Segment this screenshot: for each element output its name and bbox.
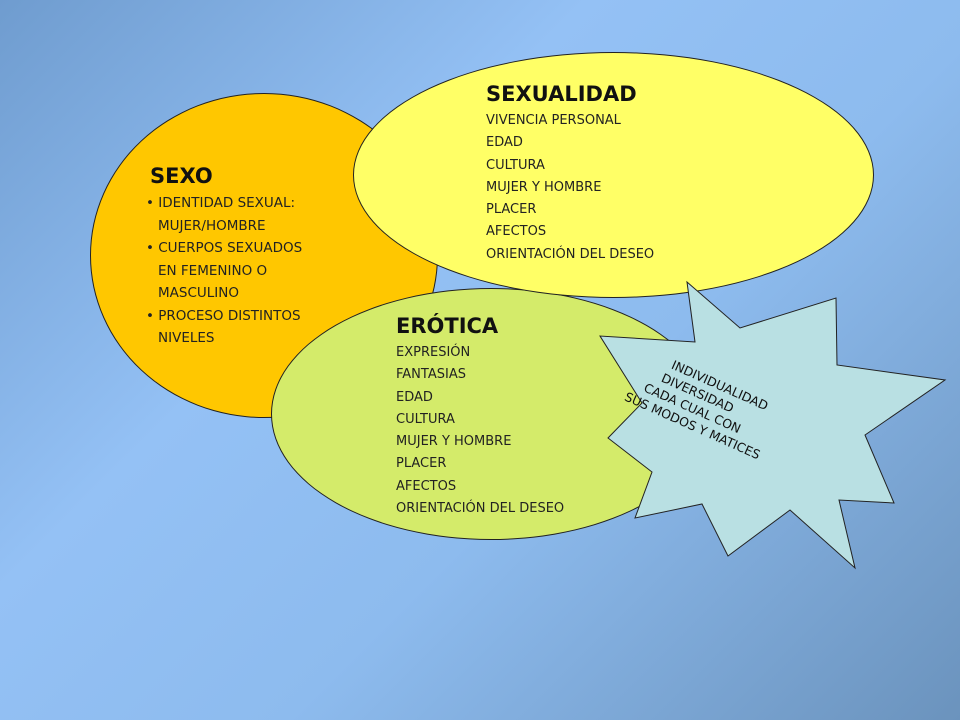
sexo-item: MASCULINO xyxy=(158,285,239,301)
erotica-item: CULTURA xyxy=(396,411,455,427)
erotica-item: EDAD xyxy=(396,389,433,405)
sexualidad-item: ORIENTACIÓN DEL DESEO xyxy=(486,246,655,262)
sexualidad-item: AFECTOS xyxy=(486,224,547,240)
diversity-star-shape xyxy=(599,280,947,570)
sexualidad-ellipse xyxy=(353,52,874,298)
erotica-item: FANTASIAS xyxy=(396,367,466,383)
sexualidad-item: EDAD xyxy=(486,135,523,151)
erotica-item: AFECTOS xyxy=(396,478,457,494)
sexo-title: SEXO xyxy=(150,164,213,188)
sexo-item: • IDENTIDAD SEXUAL: xyxy=(146,195,296,211)
sexualidad-item: CULTURA xyxy=(486,157,545,173)
sexo-item: NIVELES xyxy=(158,330,215,346)
erotica-item: ORIENTACIÓN DEL DESEO xyxy=(396,501,565,517)
erotica-item: EXPRESIÓN xyxy=(396,345,471,360)
sexo-item: EN FEMENINO O xyxy=(158,262,268,279)
sexualidad-list: VIVENCIA PERSONAL EDAD CULTURA MUJER Y H… xyxy=(486,110,654,266)
erotica-list: EXPRESIÓN FANTASIAS EDAD CULTURA MUJER Y… xyxy=(396,342,564,520)
sexo-list: • IDENTIDAD SEXUAL: MUJER/HOMBRE • CUERP… xyxy=(146,192,302,350)
sexo-item: • CUERPOS SEXUADOS xyxy=(146,240,303,256)
sexo-item: MUJER/HOMBRE xyxy=(158,217,266,234)
star-polygon xyxy=(599,280,947,570)
sexualidad-title: SEXUALIDAD xyxy=(486,82,637,106)
erotica-item: MUJER Y HOMBRE xyxy=(396,434,512,450)
sexualidad-item: MUJER Y HOMBRE xyxy=(486,179,602,195)
erotica-title: ERÓTICA xyxy=(396,314,499,338)
sexo-item: • PROCESO DISTINTOS xyxy=(146,307,301,324)
erotica-item: PLACER xyxy=(396,456,447,472)
sexualidad-item: VIVENCIA PERSONAL xyxy=(486,113,621,128)
sexualidad-item: PLACER xyxy=(486,202,537,218)
